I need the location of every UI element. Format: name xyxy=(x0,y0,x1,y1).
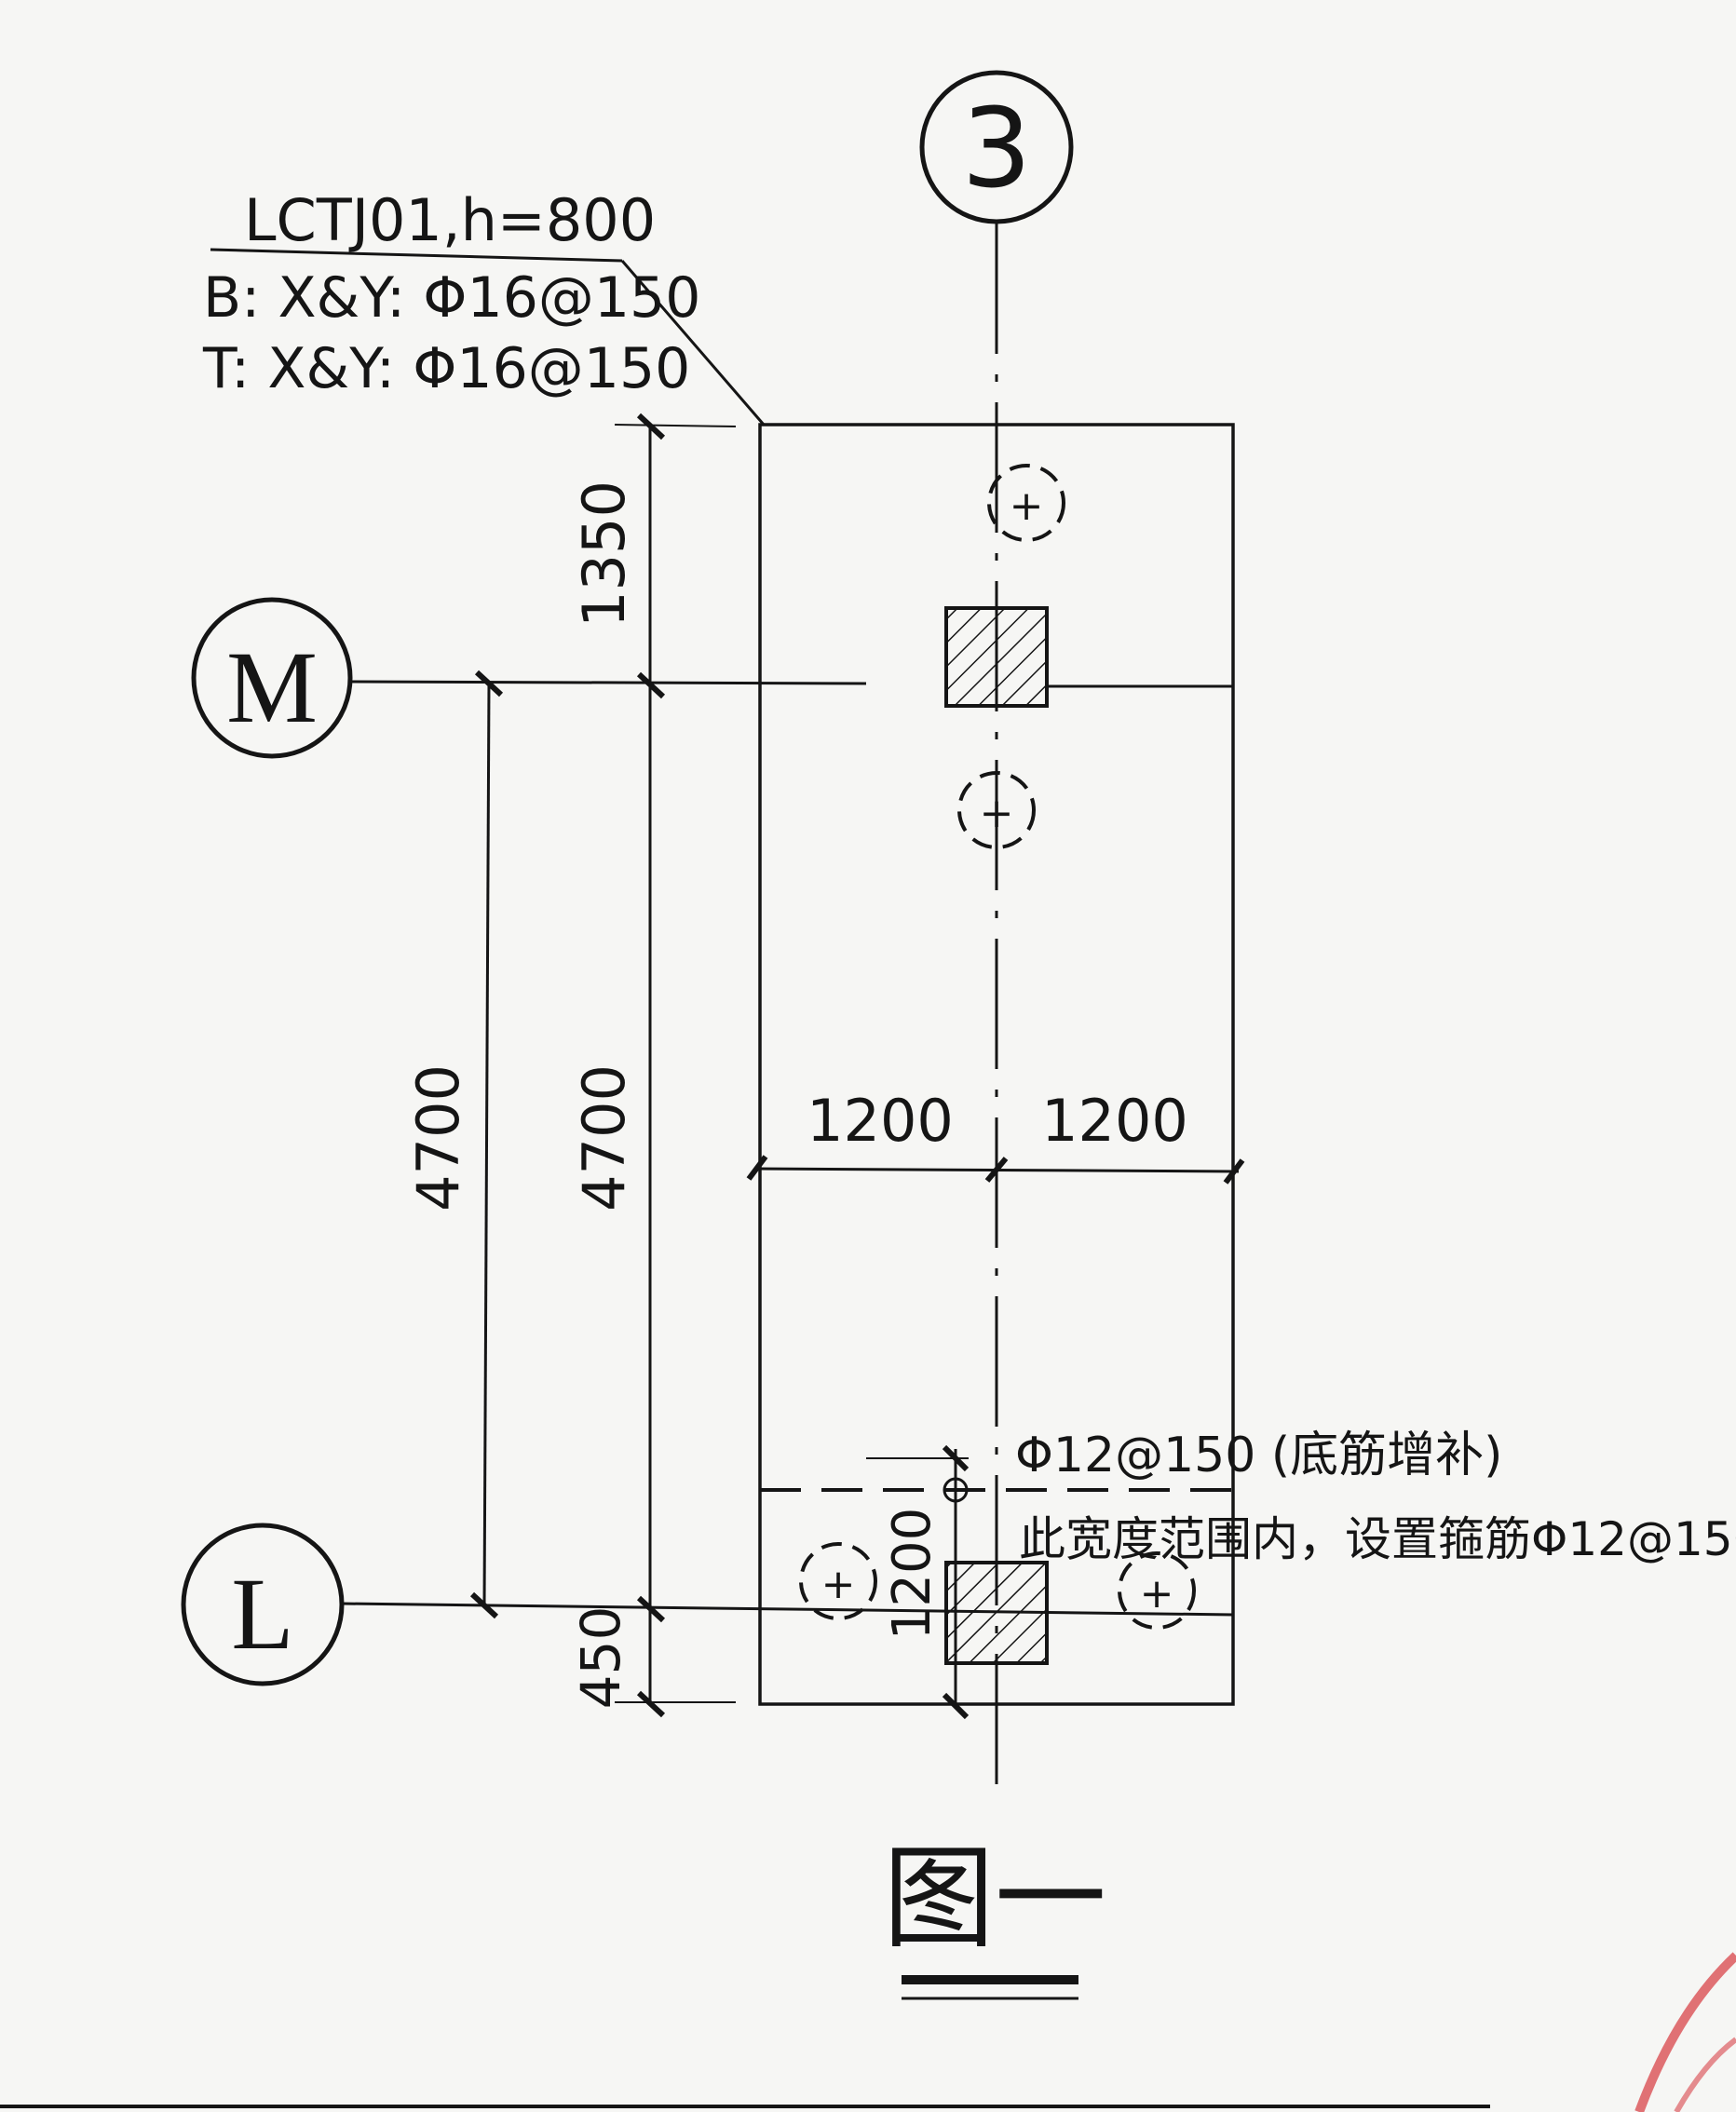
rebar-notes: Φ12@150 (底筋增补) 此宽度范围内，设置箍筋Φ12@150(6) xyxy=(1015,1428,1736,1566)
grid-axis-L: L xyxy=(181,1523,1235,1686)
dim-1200-vertical: 1200 xyxy=(882,1508,943,1641)
figure-title-text: 图一 xyxy=(883,1834,1106,1964)
grid-label-3: 3 xyxy=(961,84,1031,212)
axis-L-line xyxy=(341,1602,1235,1617)
dim-line-inner xyxy=(482,683,491,1606)
dim-1200-left: 1200 xyxy=(807,1087,954,1155)
grid-bubble-M xyxy=(191,597,353,759)
grid-axis-M: M xyxy=(191,597,1234,759)
axis-M-line xyxy=(349,680,867,685)
pile-circle xyxy=(987,464,1065,542)
dimension-chain-outer: 1350 4700 450 xyxy=(569,413,737,1718)
tick-width-mid xyxy=(984,1157,1009,1183)
tick-stirrup-bottom xyxy=(942,1692,970,1720)
tick-M xyxy=(636,671,666,699)
dim-4700-left: 4700 xyxy=(404,1064,472,1212)
pile-plus-icon: + xyxy=(1010,482,1044,530)
cap-label: LCTJ01,h=800 B: X&Y: Φ16@150 T: X&Y: Φ16… xyxy=(202,186,766,426)
tick-top xyxy=(636,413,666,440)
pile-circle xyxy=(799,1542,877,1620)
cap-label-underline xyxy=(210,248,623,263)
cap-title: LCTJ01,h=800 xyxy=(244,186,656,254)
foundation-outline xyxy=(758,423,1235,1706)
grid-axis-3: 3 xyxy=(919,70,1074,1802)
pile-plus-icon: + xyxy=(980,790,1014,837)
column-upper xyxy=(944,606,1049,708)
dimension-chain-inner: 4700 xyxy=(404,670,504,1619)
dimension-stirrup-zone: 1200 xyxy=(866,1444,970,1720)
pile-1: + xyxy=(987,464,1065,542)
dimension-width: 1200 1200 xyxy=(746,1087,1245,1185)
grid-label-L: L xyxy=(231,1557,293,1671)
pile-3: + xyxy=(799,1542,877,1620)
tick-bottom xyxy=(636,1690,666,1718)
cap-top-rebar: T: X&Y: Φ16@150 xyxy=(202,336,690,401)
tick-inner-M xyxy=(474,670,504,697)
tick-width-left xyxy=(746,1155,768,1181)
pile-circle xyxy=(957,771,1036,849)
tick-inner-L xyxy=(469,1591,499,1619)
foundation-boundary xyxy=(758,423,1235,1706)
cap-bottom-rebar: B: X&Y: Φ16@150 xyxy=(203,265,700,331)
grid-label-M: M xyxy=(226,630,318,744)
grid-bubble-3 xyxy=(919,70,1074,224)
reference-point-icon xyxy=(943,1477,969,1503)
pile-4: + xyxy=(1118,1551,1196,1630)
stamp-ring-arc xyxy=(1634,1952,1736,2112)
ext-line-top xyxy=(614,424,737,427)
column-hatch-upper xyxy=(944,606,1049,708)
pile-2: + xyxy=(957,771,1036,849)
cap-leader-line xyxy=(620,260,766,426)
pile-circle xyxy=(1118,1551,1196,1630)
dim-1200-right: 1200 xyxy=(1041,1087,1188,1155)
note-bottom-rebar: Φ12@150 (底筋增补) xyxy=(1015,1428,1502,1483)
figure-title: 图一 xyxy=(883,1834,1106,2000)
column-hatch-lower xyxy=(944,1561,1049,1665)
dim-4700-right: 4700 xyxy=(570,1064,638,1212)
dim-1350: 1350 xyxy=(570,481,638,628)
red-stamp xyxy=(1634,1952,1736,2112)
note-stirrup: 此宽度范围内，设置箍筋Φ12@150(6) xyxy=(1019,1512,1736,1566)
dim-450: 450 xyxy=(569,1606,632,1710)
tick-stirrup-top xyxy=(942,1444,970,1472)
column-lower xyxy=(944,1561,1049,1665)
stamp-inner-arc xyxy=(1674,2037,1736,2112)
pile-plus-icon: + xyxy=(821,1561,856,1608)
tick-L xyxy=(636,1595,666,1623)
pile-plus-icon: + xyxy=(1140,1570,1174,1618)
tick-width-right xyxy=(1223,1158,1245,1185)
